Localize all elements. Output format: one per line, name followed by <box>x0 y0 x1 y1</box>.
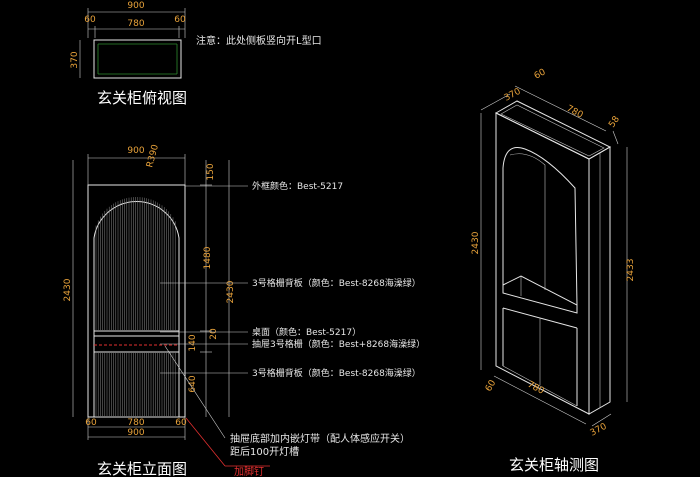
axon-dim-top-370: 370 <box>503 87 523 104</box>
axon-dim-top-58: 58 <box>607 114 622 129</box>
elev-dim-bottom-right: 60 <box>175 418 187 428</box>
elev-dim-bottom-left: 60 <box>85 418 97 428</box>
axon-dim-top-780: 780 <box>565 104 585 121</box>
elev-dim-150: 150 <box>206 163 216 180</box>
top-dim-right: 60 <box>174 15 186 25</box>
elev-dim-bottom-total: 900 <box>127 428 144 438</box>
elev-dim-radius: R390 <box>145 143 161 168</box>
axon-side-face <box>588 146 611 415</box>
axon-dim-top-60: 60 <box>533 67 548 81</box>
elev-dim-140: 140 <box>188 334 198 351</box>
elev-dim-bottom-middle: 780 <box>127 418 144 428</box>
top-dim-total: 900 <box>127 1 144 11</box>
callout-grille-back-upper: 3号格栅背板（颜色：Best-8268海澡绿） <box>252 277 421 289</box>
axon-dim-bottom-60: 60 <box>484 378 499 393</box>
top-view-note: 注意：此处侧板竖向开L型口 <box>196 34 322 47</box>
top-view-outline <box>93 39 182 79</box>
axon-dim-bottom-370: 370 <box>589 422 609 439</box>
cabinet-frame <box>87 184 186 418</box>
elevation-view: 900 R390 2430 150 1480 2430 20 140 640 <box>63 143 425 477</box>
axon-dim-right-height: 2433 <box>626 259 636 282</box>
elevation-title: 玄关柜立面图 <box>97 460 187 477</box>
top-view-title: 玄关柜俯视图 <box>97 89 187 107</box>
elev-dim-2430-right: 2430 <box>226 280 236 303</box>
axon-view: 370 60 780 58 2430 2433 60 780 370 玄关柜轴测… <box>471 67 636 474</box>
note-drawer-light: 抽屉底部加内嵌灯带（配人体感应开关） <box>230 432 410 445</box>
elev-dim-top-width: 900 <box>127 146 144 156</box>
top-dim-middle: 780 <box>127 19 144 29</box>
elev-dim-height-left: 2430 <box>63 278 73 301</box>
note-light-slot: 距后100开灯槽 <box>230 445 299 458</box>
top-dim-left: 60 <box>84 15 96 25</box>
axon-top-face <box>494 100 612 160</box>
top-view: 900 60 780 60 370 注意：此处侧板竖向开L型口 玄关柜俯视图 <box>70 1 322 107</box>
callout-grille-back-lower: 3号格栅背板（颜色：Best-8268海澡绿） <box>252 367 421 379</box>
callout-desk: 桌面（颜色：Best-5217） <box>252 326 361 338</box>
axon-title: 玄关柜轴测图 <box>509 456 599 474</box>
axon-desk <box>502 275 578 314</box>
grille-back-panel <box>95 197 176 416</box>
top-dim-depth: 370 <box>70 51 80 68</box>
callout-drawer-grille: 抽屉3号格栅（颜色：Best+8268海澡绿） <box>252 338 425 350</box>
axon-dim-left-height: 2430 <box>471 231 481 254</box>
elev-dim-1480: 1480 <box>203 246 213 269</box>
elev-dim-20: 20 <box>209 328 219 340</box>
callout-frame-color: 外框颜色：Best-5217 <box>252 180 343 192</box>
note-add-foot-nails: 加脚钉 <box>234 465 264 477</box>
axon-arch <box>502 147 578 306</box>
elev-dim-640: 640 <box>188 375 198 392</box>
